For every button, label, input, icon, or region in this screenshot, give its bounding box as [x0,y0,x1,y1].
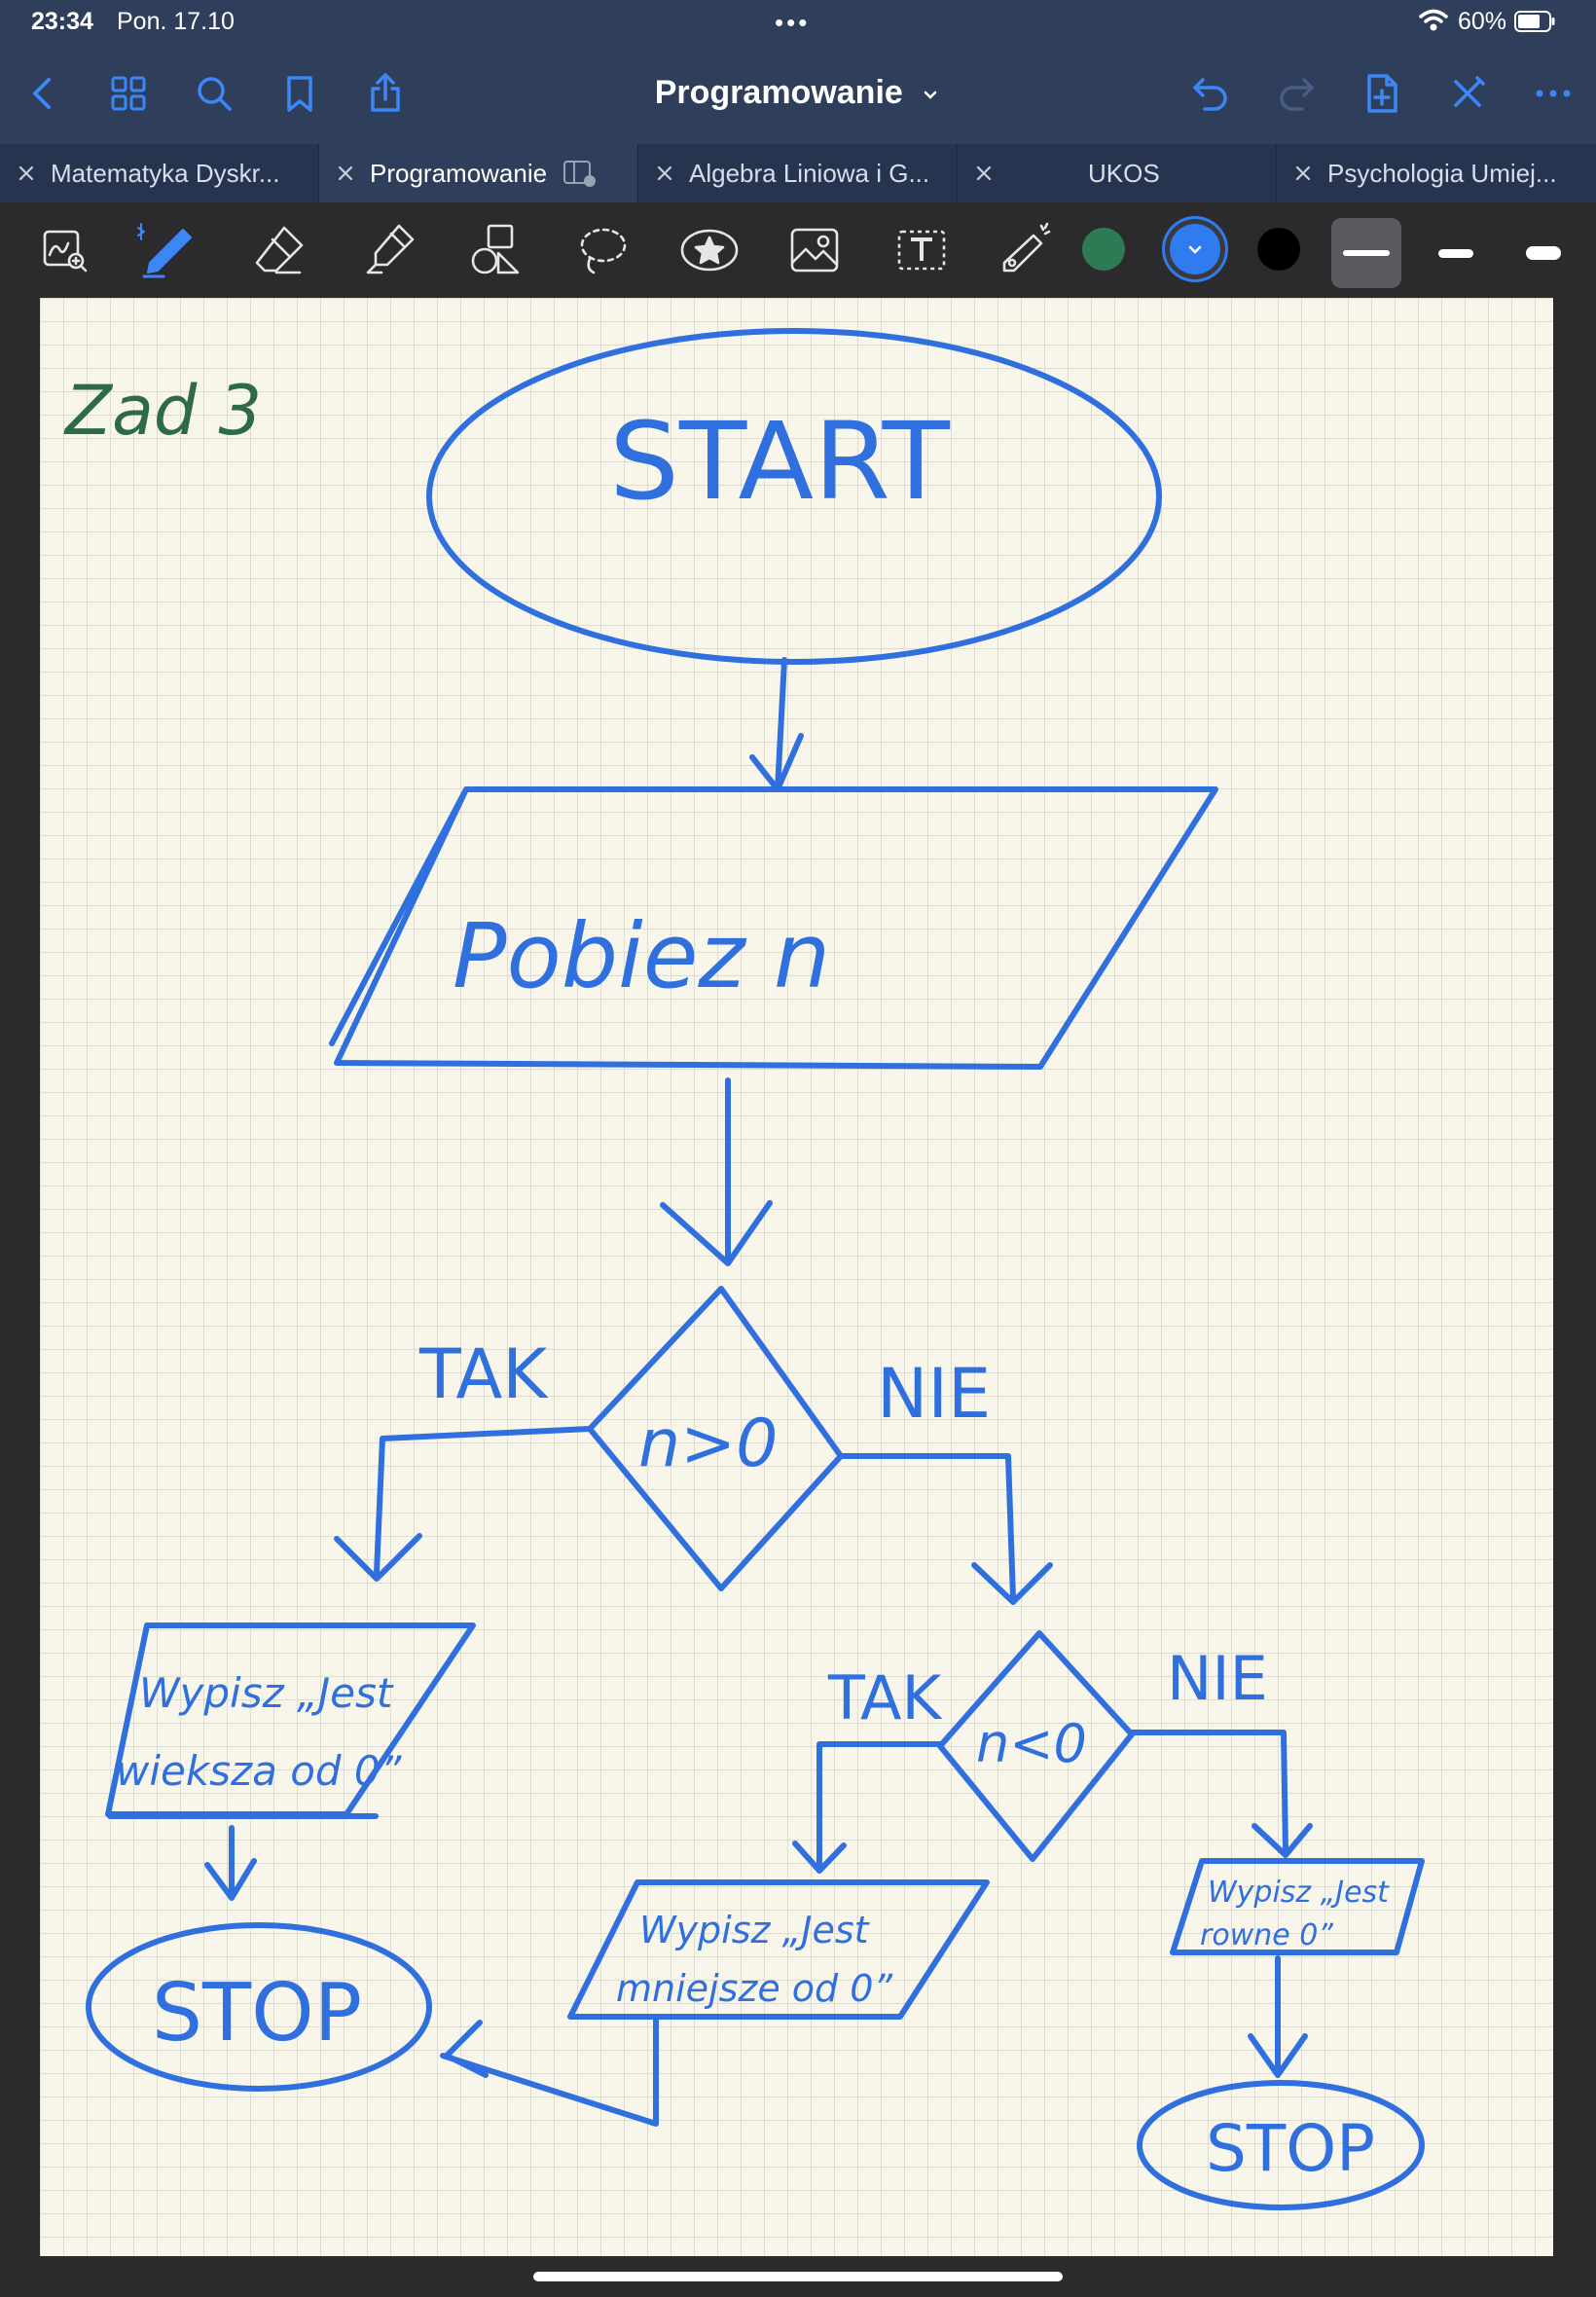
zoom-lasso-icon[interactable] [33,218,97,282]
back-chevron-icon[interactable] [19,70,66,117]
pen-icon[interactable] [134,218,199,282]
document-title-menu[interactable]: Programowanie [603,74,993,112]
stop-left-label: STOP [152,1967,362,2060]
input-parallelogram [329,786,1218,1070]
note-heading: Zad 3 [63,371,262,451]
add-page-icon[interactable] [1359,70,1405,117]
tab-matematyka[interactable]: Matematyka Dyskr... [0,144,319,202]
lasso-icon[interactable] [570,218,635,282]
output-right-line2: rowne 0” [1200,1918,1333,1952]
tab-ukos[interactable]: UKOS [958,144,1277,202]
drawing-toolbar [0,202,1596,298]
stop-right-label: STOP [1206,2111,1375,2186]
output-left-line2: wieksza od 0” [116,1747,403,1795]
document-title: Programowanie [654,74,903,111]
chevron-down-icon [925,91,937,99]
more-icon[interactable] [1530,70,1577,117]
image-icon[interactable] [782,218,847,282]
shapes-icon[interactable] [463,218,527,282]
start-terminator [426,328,1162,665]
arrow-input-to-decision [660,1077,773,1266]
tab-close-icon[interactable] [654,163,675,184]
color-black-swatch[interactable] [1257,228,1300,271]
stroke-medium-option[interactable] [1421,218,1491,288]
sticker-icon[interactable] [677,218,742,282]
text-icon[interactable] [889,218,954,282]
status-bar: 23:34 Pon. 17.10 ••• 60% [0,0,1596,47]
highlighter-icon[interactable] [358,218,422,282]
decision-diamond-2 [937,1630,1135,1862]
decision-2-nie: NIE [1167,1643,1268,1714]
undo-icon[interactable] [1187,70,1234,117]
decision-diamond-1 [587,1286,844,1591]
laser-pointer-icon[interactable] [993,218,1057,282]
chevron-down-icon [1188,245,1202,254]
multitasking-dots-icon[interactable]: ••• [775,8,811,37]
start-label: START [609,399,951,524]
arrow-output-middle-to-stop [440,2018,659,2127]
note-canvas[interactable]: Zad 3 START Pobiez n n>0 TAK NIE Wypisz … [40,298,1553,2256]
input-label: Pobiez n [453,904,830,1008]
decision-1-tak: TAK [418,1334,549,1414]
output-right-parallelogram [1170,1858,1425,1955]
decision-1-label: n>0 [638,1405,778,1482]
home-indicator[interactable] [533,2272,1063,2281]
decision-2-label: n<0 [976,1713,1087,1774]
tab-label: UKOS [1088,158,1160,188]
flowchart-drawing: Zad 3 START Pobiez n n>0 TAK NIE Wypisz … [63,328,1425,2210]
arrow-decision1-nie [838,1453,1053,1605]
close-icon[interactable] [1444,70,1491,117]
color-green-swatch[interactable] [1082,228,1125,271]
tab-close-icon[interactable] [973,163,995,184]
share-icon[interactable] [362,70,409,117]
eraser-icon[interactable] [247,218,311,282]
stroke-thick-option[interactable] [1508,218,1578,288]
status-date: Pon. 17.10 [117,8,235,35]
output-left-line1: Wypisz „Jest [139,1669,394,1717]
arrow-output-right-to-stop [1248,1955,1308,2078]
arrow-decision2-tak [792,1741,943,1874]
battery-percent: 60% [1458,8,1507,35]
tab-label: Matematyka Dyskr... [51,158,280,188]
tab-label: Psychologia Umiej... [1327,158,1557,188]
redo-icon[interactable] [1273,70,1320,117]
output-right-line1: Wypisz „Jest [1208,1876,1390,1910]
output-middle-parallelogram [567,1879,990,2020]
search-icon[interactable] [191,70,237,117]
status-time: 23:34 [31,8,93,35]
tab-label: Programowanie [370,158,548,188]
arrow-output-left-to-stop [204,1825,257,1901]
color-blue-swatch[interactable] [1170,224,1220,274]
tab-close-icon[interactable] [1292,163,1314,184]
tab-programowanie[interactable]: Programowanie [319,144,638,202]
stop-right-terminator [1137,2080,1425,2210]
output-middle-line1: Wypisz „Jest [639,1909,871,1951]
decision-2-tak: TAK [827,1662,942,1733]
document-tab-bar: Matematyka Dyskr... Programowanie Algebr… [0,144,1596,202]
arrow-decision1-tak [334,1426,593,1582]
stop-left-terminator [86,1922,432,2092]
split-view-icon[interactable] [562,159,598,188]
output-middle-line2: mniejsze od 0” [616,1967,892,2010]
top-navigation-bar: Programowanie [0,47,1596,144]
arrow-decision2-nie [1129,1730,1313,1858]
stroke-thin-option[interactable] [1331,218,1401,288]
decision-1-nie: NIE [877,1354,991,1434]
tab-algebra[interactable]: Algebra Liniowa i G... [638,144,958,202]
grid-view-icon[interactable] [105,70,152,117]
tab-psychologia[interactable]: Psychologia Umiej... [1277,144,1596,202]
battery-icon [1514,11,1555,32]
arrow-start-to-input [749,657,804,792]
bookmark-icon[interactable] [276,70,323,117]
wifi-icon [1419,9,1448,31]
tab-close-icon[interactable] [16,163,37,184]
tab-close-icon[interactable] [335,163,356,184]
tab-label: Algebra Liniowa i G... [689,158,930,188]
